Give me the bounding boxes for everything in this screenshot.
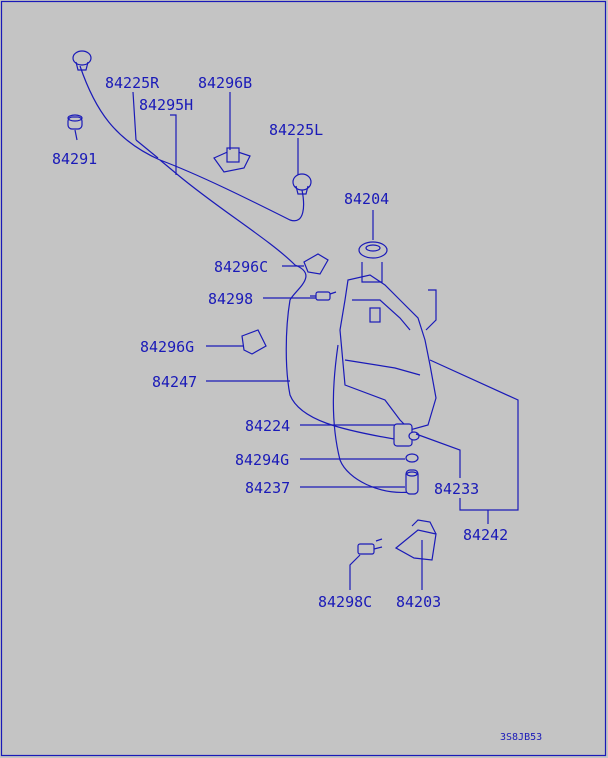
label-84233: 84233: [434, 480, 479, 498]
hose-84295H: [159, 159, 401, 441]
label-84204: 84204: [344, 190, 389, 208]
label-84296G: 84296G: [140, 338, 194, 356]
reservoir-tank-84242: [339, 262, 437, 431]
label-84298: 84298: [208, 290, 253, 308]
label-84296C: 84296C: [214, 258, 268, 276]
label-84237: 84237: [245, 479, 290, 497]
nozzle-84225R: [72, 50, 92, 71]
label-84291: 84291: [52, 150, 97, 168]
label-84295H: 84295H: [139, 96, 193, 114]
nozzle-84225L: [292, 173, 312, 195]
filter-84237: [405, 469, 419, 495]
clip-84296G: [241, 329, 267, 355]
clip-84296C: [303, 253, 329, 275]
bracket-84203: [394, 519, 437, 561]
label-84298C: 84298C: [318, 593, 372, 611]
hose-84225R: [79, 65, 305, 222]
clip-84296B: [213, 147, 251, 173]
bolt-84298C: [357, 538, 383, 555]
leader-lines: [74, 91, 519, 590]
cap-84204: [358, 241, 388, 259]
diagram-code: 3S8JB53: [500, 732, 542, 743]
label-84242: 84242: [463, 526, 508, 544]
label-84225R: 84225R: [105, 74, 160, 92]
label-84203: 84203: [396, 593, 441, 611]
label-84294G: 84294G: [235, 451, 289, 469]
label-84247: 84247: [152, 373, 197, 391]
pump-84224: [393, 423, 420, 447]
connector-84298: [310, 291, 337, 301]
grommet-84291: [67, 114, 83, 130]
label-84225L: 84225L: [269, 121, 323, 139]
grommet-84294G: [405, 453, 419, 463]
hose-84237: [332, 344, 411, 493]
label-84224: 84224: [245, 417, 290, 435]
label-84296B: 84296B: [198, 74, 252, 92]
